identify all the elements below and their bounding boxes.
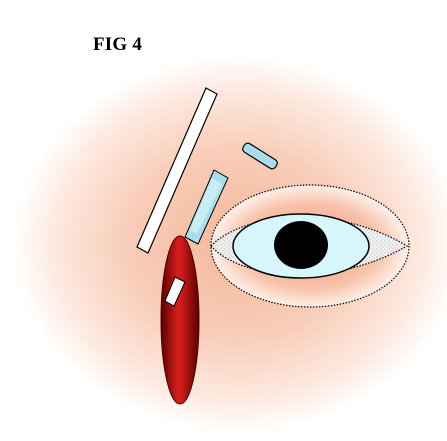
blood-drop-icon — [161, 236, 199, 404]
pupil-icon — [274, 221, 328, 269]
